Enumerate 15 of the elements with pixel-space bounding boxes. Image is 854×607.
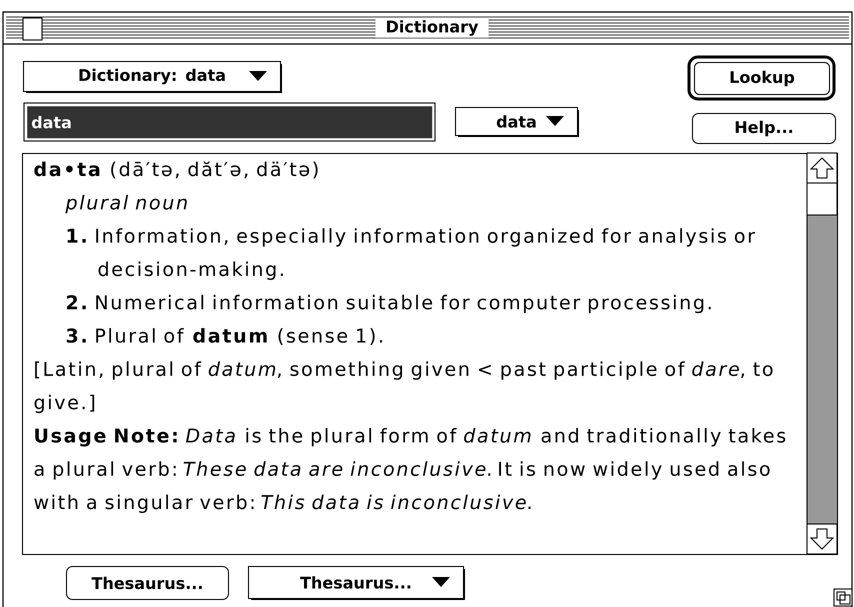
push-button: Help... bbox=[692, 113, 836, 144]
dropdown-menu: data bbox=[455, 107, 579, 137]
window-title: Dictionary bbox=[376, 18, 488, 38]
dropdown-menu: Dictionary: data bbox=[23, 61, 282, 93]
text-field: data bbox=[24, 102, 436, 142]
entry-headword: da•ta (dā′tə, dăt′ə, dä′tə) bbox=[34, 162, 318, 179]
sense-definition: 1. Information, especially information organized for analysis or decision-making. bbox=[68, 228, 756, 280]
sense-definition: 3. Plural of datum (sense 1). bbox=[66, 328, 382, 346]
definition-note: Usage Note: Data is the plural form of datum and traditionally takes a plural verb: These data are inconclusive. It is now widely used also with a singular verb: This data is inconclusive. bbox=[34, 428, 786, 513]
part-of-speech: plural noun bbox=[65, 194, 187, 214]
dropdown-menu: Thesaurus... bbox=[248, 566, 465, 600]
sense-definition: 2. Numerical information suitable for computer processing. bbox=[67, 294, 711, 314]
definition-pane bbox=[22, 153, 838, 555]
lookup-button: Lookup bbox=[688, 56, 836, 100]
push-button: Thesaurus... bbox=[66, 566, 229, 600]
